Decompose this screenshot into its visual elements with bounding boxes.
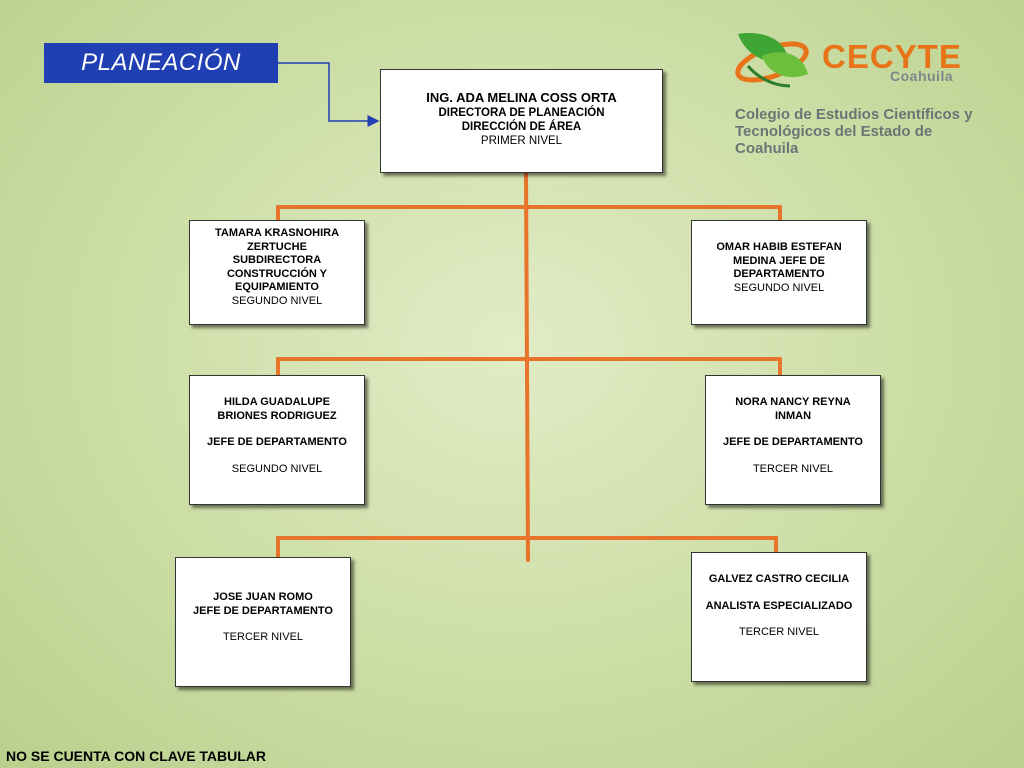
title-arrow [278,62,380,127]
node-level: TERCER NIVEL [752,462,834,475]
node-level: TERCER NIVEL [738,626,820,638]
director-area: DIRECCIÓN DE ÁREA [461,121,582,133]
college-line: Colegio de Estudios Científicos y [735,106,973,123]
node-title: JEFE DE DEPARTAMENTO [207,436,347,448]
node-title: ANALISTA ESPECIALIZADO [705,599,853,612]
node-line: TAMARA KRASNOHIRA [214,227,340,239]
node-name: HILDA GUADALUPE [224,396,330,408]
org-box-hilda: HILDA GUADALUPE BRIONES RODRIGUEZ JEFE D… [189,375,365,505]
node-line: CONSTRUCCIÓN Y [226,267,328,280]
org-box-jose: JOSE JUAN ROMO JEFE DE DEPARTAMENTO TERC… [175,557,351,687]
node-line: OMAR HABIB ESTEFAN [716,241,842,253]
node-name: BRIONES RODRIGUEZ [217,409,337,422]
brand-name: CECYTE [822,38,962,75]
node-name: NORA NANCY REYNA [735,396,851,408]
org-box-director: ING. ADA MELINA COSS ORTA DIRECTORA DE P… [380,69,663,173]
node-level: SEGUNDO NIVEL [231,462,323,475]
footer-note: NO SE CUENTA CON CLAVE TABULAR [6,748,267,764]
college-name: Colegio de Estudios Científicos y Tecnol… [735,106,975,157]
trunk-line [524,171,530,562]
college-line: Tecnológicos del Estado de Coahuila [735,123,933,157]
node-line: DEPARTAMENTO [733,268,825,280]
director-role: DIRECTORA DE PLANEACIÓN [438,107,605,119]
node-title: JEFE DE DEPARTAMENTO [193,604,333,617]
node-line: ZERTUCHE [247,240,307,253]
node-line: SUBDIRECTORA [232,254,322,266]
node-title: JEFE DE DEPARTAMENTO [723,436,863,448]
cecyte-logo-icon [735,33,809,88]
org-box-omar: OMAR HABIB ESTEFAN MEDINA JEFE DE DEPART… [691,220,867,325]
director-name: ING. ADA MELINA COSS ORTA [426,90,617,105]
org-box-galvez: GALVEZ CASTRO CECILIA ANALISTA ESPECIALI… [691,552,867,682]
node-line: MEDINA JEFE DE [733,254,825,267]
node-line: EQUIPAMIENTO [235,281,319,293]
node-name: GALVEZ CASTRO CECILIA [708,573,850,585]
node-name: INMAN [774,409,812,422]
node-level: SEGUNDO NIVEL [231,294,323,307]
brand-region: Coahuila [890,68,954,84]
node-name: JOSE JUAN ROMO [213,591,313,603]
node-level: TERCER NIVEL [222,631,304,643]
section-title: PLANEACIÓN [44,43,278,83]
node-level: SEGUNDO NIVEL [733,281,825,294]
director-level: PRIMER NIVEL [480,135,563,147]
org-box-subdirectora: TAMARA KRASNOHIRA ZERTUCHE SUBDIRECTORA … [189,220,365,325]
org-box-nora: NORA NANCY REYNA INMAN JEFE DE DEPARTAME… [705,375,881,505]
